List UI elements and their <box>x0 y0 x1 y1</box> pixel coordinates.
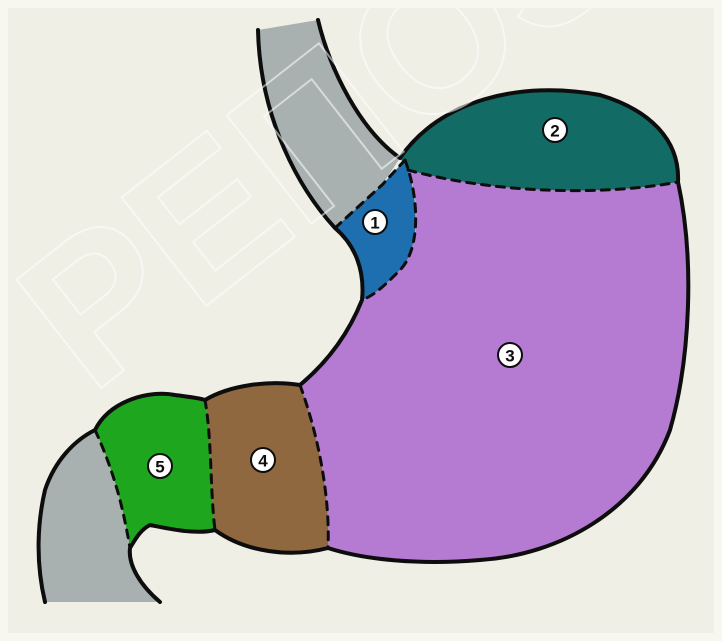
label-3: 3 <box>498 343 522 367</box>
label-2-text: 2 <box>550 122 559 141</box>
label-3-text: 3 <box>505 347 514 366</box>
label-5: 5 <box>148 454 172 478</box>
label-2: 2 <box>543 118 567 142</box>
label-4: 4 <box>251 448 275 472</box>
label-5-text: 5 <box>155 458 164 477</box>
label-4-text: 4 <box>258 452 268 471</box>
